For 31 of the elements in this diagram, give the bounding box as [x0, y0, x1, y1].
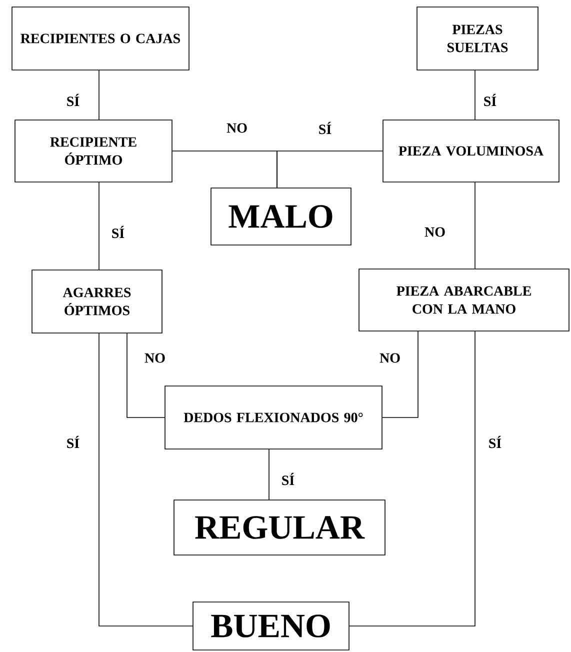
connector-line — [126, 333, 165, 418]
edge-label: SÍ — [487, 434, 503, 450]
connector-line — [98, 333, 193, 626]
edge-label: NO — [378, 352, 402, 364]
connector-line — [268, 449, 270, 500]
decision-box: RECIPIENTES O CAJAS — [12, 6, 190, 70]
edge-label: SÍ — [317, 120, 333, 136]
edge-label: NO — [226, 122, 248, 134]
result-box: REGULAR — [174, 500, 386, 556]
edge-label: SÍ — [280, 472, 296, 486]
edge-label: SÍ — [110, 224, 126, 240]
connector-line — [98, 182, 100, 270]
connector-line — [276, 150, 383, 188]
connector-line — [98, 70, 100, 120]
decision-box: DEDOS FLEXIONADOS 90° — [164, 386, 382, 450]
result-box: BUENO — [192, 602, 350, 650]
edge-label: SÍ — [65, 434, 81, 450]
decision-box: PIEZAS SUELTAS — [416, 6, 538, 70]
edge-label: NO — [144, 352, 166, 364]
result-box: MALO — [210, 188, 352, 246]
connector-line — [349, 331, 476, 626]
decision-box: PIEZA ABARCABLE CON LA MANO — [358, 268, 570, 332]
decision-box: PIEZA VOLUMINOSA — [382, 120, 560, 182]
decision-box: RECIPIENTE ÓPTIMO — [14, 120, 172, 182]
edge-label: NO — [424, 226, 446, 238]
connector-line — [382, 331, 418, 418]
connector-line — [474, 70, 476, 120]
edge-label: SÍ — [482, 92, 498, 108]
decision-box: AGARRES ÓPTIMOS — [32, 270, 162, 334]
connector-line — [474, 182, 476, 269]
edge-label: SÍ — [65, 92, 81, 108]
